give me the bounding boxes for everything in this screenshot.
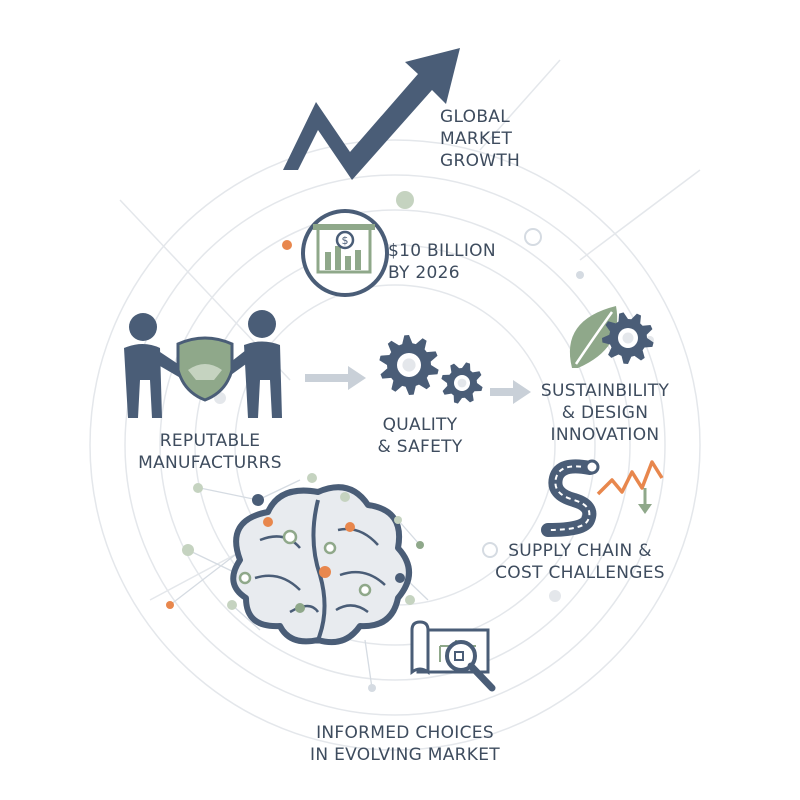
money-building-icon: $ [301, 209, 389, 297]
gears-icon [379, 335, 483, 404]
supply-chain-label: SUPPLY CHAIN & COST CHALLENGES [495, 541, 665, 583]
manufacturers-label: REPUTABLE MANUFACTURRS [138, 431, 282, 473]
flow-arrows [305, 366, 531, 404]
informed-choices-label: INFORMED CHOICES IN EVOLVING MARKET [310, 723, 500, 765]
small-gear [441, 362, 483, 404]
growth-label: GLOBAL MARKET GROWTH [440, 107, 521, 171]
large-gear [379, 335, 439, 395]
blueprint-magnifier-icon [410, 620, 496, 692]
brain-network-icon [166, 473, 429, 692]
handshake-shield-icon [124, 310, 282, 418]
leaf-gear [602, 312, 654, 364]
road-chart-icon [541, 459, 664, 537]
trend-arrow-icon [283, 48, 460, 180]
svg-text:$: $ [342, 234, 349, 247]
background-rings [89, 59, 701, 751]
market-size-label: $10 BILLION BY 2026 [388, 241, 496, 283]
sustainability-label: SUSTAINBILITY & DESIGN INNOVATION [540, 381, 670, 445]
quality-safety-label: QUALITY & SAFETY [377, 415, 463, 457]
leaf-gear-icon [569, 306, 654, 368]
